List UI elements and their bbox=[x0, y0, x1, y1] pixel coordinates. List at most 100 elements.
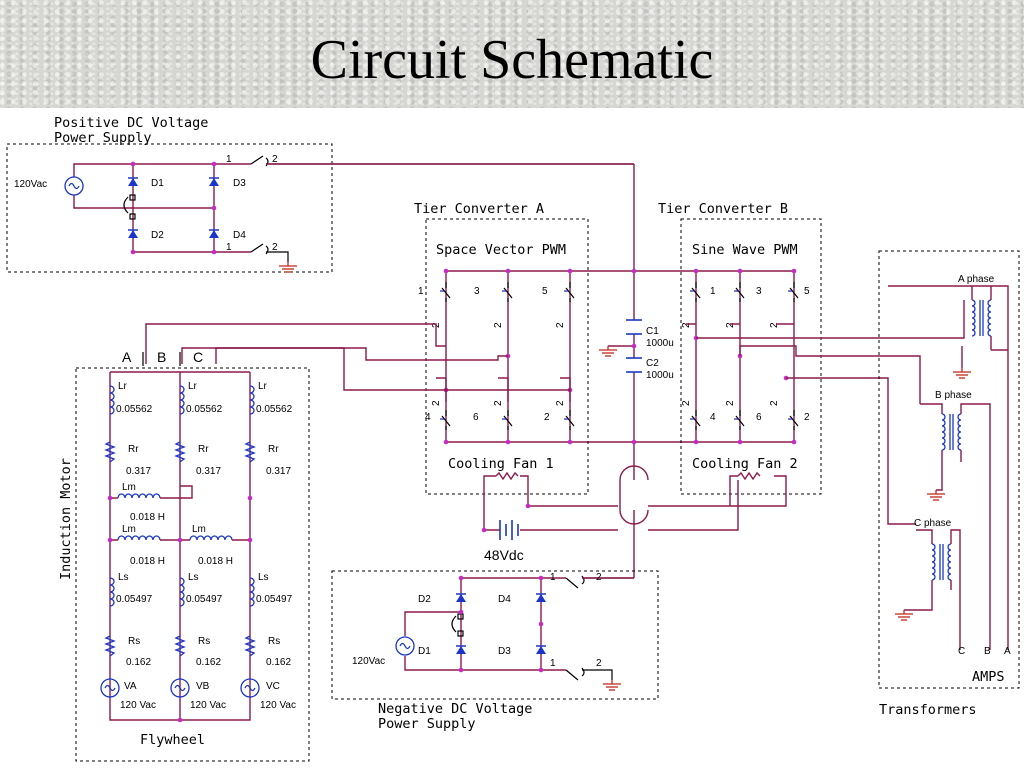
rs-a: Rs bbox=[128, 636, 140, 647]
neg-d1-label: D1 bbox=[418, 646, 431, 657]
sw-a2: 2 bbox=[544, 412, 550, 423]
sw-b1: 1 bbox=[710, 286, 716, 297]
tier-a-title: Tier Converter A bbox=[414, 201, 544, 217]
rr-c-val: 0.317 bbox=[266, 466, 291, 477]
sw-a6: 6 bbox=[473, 412, 479, 423]
negative-dc-supply: Negative DC Voltage Power Supply 120Vac … bbox=[331, 570, 659, 732]
src-vc: VC bbox=[266, 681, 280, 692]
neg-sw1-pin1: 1 bbox=[550, 572, 556, 583]
pin-a5: 2 bbox=[493, 400, 504, 406]
tier-converter-b: Tier Converter B Sine Wave PWM Cooling F… bbox=[658, 201, 822, 495]
pin-b6: 2 bbox=[769, 400, 780, 406]
transformers-block: Transformers AMPS A phase B phase C phas… bbox=[878, 250, 1020, 718]
b-phase-label: B phase bbox=[935, 390, 972, 401]
flywheel-label: Flywheel bbox=[140, 732, 205, 748]
neg-sw2-pin2: 2 bbox=[596, 658, 602, 669]
neg-supply-title-2: Power Supply bbox=[378, 716, 476, 732]
sw-a3: 3 bbox=[474, 286, 480, 297]
c1-label: C1 bbox=[646, 326, 659, 337]
pin-a2: 2 bbox=[493, 322, 504, 328]
lm-b-val: 0.018 H bbox=[130, 556, 165, 567]
phase-b-label: B bbox=[157, 349, 166, 365]
pin-b1: 2 bbox=[681, 322, 692, 328]
sw-b3: 3 bbox=[756, 286, 762, 297]
rr-c: Rr bbox=[268, 444, 279, 455]
pin-b2: 2 bbox=[725, 322, 736, 328]
motor-title: Induction Motor bbox=[58, 458, 74, 580]
sw-b6: 6 bbox=[756, 412, 762, 423]
rr-a: Rr bbox=[128, 444, 139, 455]
sw-a1: 1 bbox=[418, 286, 424, 297]
lm-c: Lm bbox=[192, 524, 206, 535]
transformer-a-icon bbox=[971, 299, 992, 337]
ls-a: Ls bbox=[118, 572, 129, 583]
src-va: VA bbox=[124, 681, 137, 692]
pos-d1-label: D1 bbox=[151, 178, 164, 189]
lm-a: Lm bbox=[122, 482, 136, 493]
pin-b4: 2 bbox=[681, 400, 692, 406]
ls-a-val: 0.05497 bbox=[116, 594, 153, 605]
neg-sw2-pin1: 1 bbox=[550, 658, 556, 669]
pwm-b-label: Sine Wave PWM bbox=[692, 242, 798, 258]
title-band bbox=[0, 0, 1024, 108]
amps-label: AMPS bbox=[972, 669, 1005, 685]
lr-b-val: 0.05562 bbox=[186, 404, 223, 415]
pos-supply-title-2: Power Supply bbox=[54, 130, 152, 146]
pos-d4-label: D4 bbox=[233, 230, 246, 241]
battery-label: 48Vdc bbox=[484, 547, 524, 563]
amps-c: C bbox=[958, 646, 965, 657]
c2-value: 1000u bbox=[646, 370, 674, 381]
phase-wiring-a bbox=[145, 323, 571, 402]
src-vb: VB bbox=[196, 681, 210, 692]
neg-d2-label: D2 bbox=[418, 594, 431, 605]
lr-b: Lr bbox=[188, 381, 198, 392]
lr-c-val: 0.05562 bbox=[256, 404, 293, 415]
pin-a6: 2 bbox=[555, 400, 566, 406]
ls-c: Ls bbox=[258, 572, 269, 583]
lr-a: Lr bbox=[118, 381, 128, 392]
pos-sw2-pin2: 2 bbox=[272, 242, 278, 253]
neg-d3-label: D3 bbox=[498, 646, 511, 657]
ls-b: Ls bbox=[188, 572, 199, 583]
sw-a4: 4 bbox=[425, 412, 431, 423]
src-vb-val: 120 Vac bbox=[190, 700, 226, 711]
pwm-a-label: Space Vector PWM bbox=[436, 242, 566, 258]
tier-b-title: Tier Converter B bbox=[658, 201, 788, 217]
fan2-label: Cooling Fan 2 bbox=[692, 456, 798, 472]
lm-b: Lm bbox=[122, 524, 136, 535]
phase-c-label: C bbox=[193, 349, 203, 365]
neg-d4-label: D4 bbox=[498, 594, 511, 605]
src-vc-val: 120 Vac bbox=[260, 700, 296, 711]
ac-source-icon bbox=[64, 176, 84, 196]
pin-b3: 2 bbox=[769, 322, 780, 328]
transformers-label: Transformers bbox=[879, 702, 977, 718]
phase-a-label: A bbox=[122, 349, 132, 365]
phase-wiring-b bbox=[686, 300, 965, 525]
amps-b: B bbox=[984, 646, 991, 657]
pos-sw2-pin1: 1 bbox=[226, 242, 232, 253]
pos-sw1-pin1: 1 bbox=[226, 154, 232, 165]
sw-b4: 4 bbox=[710, 412, 716, 423]
pos-source-label: 120Vac bbox=[14, 179, 47, 190]
pos-d3-label: D3 bbox=[233, 178, 246, 189]
rr-a-val: 0.317 bbox=[126, 466, 151, 477]
c1-value: 1000u bbox=[646, 338, 674, 349]
c-phase-label: C phase bbox=[914, 518, 952, 529]
pos-supply-title-1: Positive DC Voltage bbox=[54, 115, 208, 131]
transformer-b-icon bbox=[941, 413, 962, 451]
src-va-val: 120 Vac bbox=[120, 700, 156, 711]
rs-c-val: 0.162 bbox=[266, 657, 291, 668]
c2-label: C2 bbox=[646, 358, 659, 369]
induction-motor: Induction Motor Flywheel A B C Lr 0.0556… bbox=[58, 349, 310, 762]
sw-b5: 5 bbox=[804, 286, 810, 297]
lr-c: Lr bbox=[258, 381, 268, 392]
ls-c-val: 0.05497 bbox=[256, 594, 293, 605]
sw-a5: 5 bbox=[542, 286, 548, 297]
pos-d2-label: D2 bbox=[151, 230, 164, 241]
pin-a4: 2 bbox=[431, 400, 442, 406]
fan1-label: Cooling Fan 1 bbox=[448, 456, 554, 472]
lr-a-val: 0.05562 bbox=[116, 404, 153, 415]
neg-sw1-pin2: 2 bbox=[596, 572, 602, 583]
neg-source-label: 120Vac bbox=[352, 656, 385, 667]
